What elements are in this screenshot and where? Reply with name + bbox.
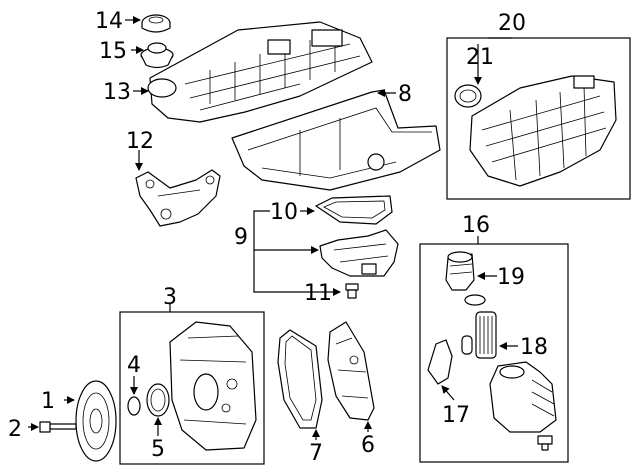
oil-pan-gasket — [315, 195, 393, 225]
frame-oil-filter-group — [419, 243, 569, 463]
callout-18: 18 — [520, 335, 548, 360]
cover-gasket — [277, 329, 323, 429]
callout-10: 10 — [270, 200, 298, 225]
callout-17: 17 — [442, 403, 470, 428]
filter-housing-seal — [427, 335, 473, 385]
housing-sensor — [537, 435, 553, 451]
frame-intake-manifold-group — [446, 37, 631, 200]
callout-5: 5 — [151, 437, 165, 462]
callout-6: 6 — [361, 433, 375, 458]
small-seal-ring — [127, 396, 141, 416]
callout-7: 7 — [309, 441, 323, 466]
callout-20: 20 — [498, 11, 526, 36]
filter-o-ring — [464, 294, 486, 306]
callout-15: 15 — [99, 39, 127, 64]
callout-1: 1 — [41, 389, 55, 414]
valve-cover — [147, 21, 373, 123]
callout-21: 21 — [466, 45, 494, 70]
frame-timing-cover-group — [119, 311, 265, 465]
callout-4: 4 — [127, 353, 141, 378]
filter-housing-cap — [445, 251, 475, 291]
crankshaft-seal — [146, 383, 170, 417]
callout-12: 12 — [126, 129, 154, 154]
rear-cover — [327, 321, 375, 421]
callout-13: 13 — [103, 80, 131, 105]
callout-19: 19 — [497, 265, 525, 290]
callout-16: 16 — [462, 213, 490, 238]
callout-14: 14 — [95, 9, 123, 34]
timing-cover — [169, 321, 257, 451]
engine-mount-bracket — [135, 169, 221, 227]
drain-plug — [345, 283, 359, 299]
oil-filter-housing — [489, 361, 557, 433]
manifold-seal-ring — [454, 84, 482, 108]
oil-filter-element — [475, 311, 497, 359]
balancer-bolt — [39, 421, 77, 433]
callout-11: 11 — [304, 281, 332, 306]
lower-oil-pan — [319, 229, 399, 277]
callout-8: 8 — [398, 82, 412, 107]
oil-filler-cap — [141, 14, 171, 33]
intake-manifold — [469, 75, 617, 187]
filler-neck — [140, 42, 174, 69]
callout-2: 2 — [8, 417, 22, 442]
harmonic-balancer — [75, 380, 117, 462]
callout-3: 3 — [163, 285, 177, 310]
callout-9: 9 — [234, 225, 248, 250]
